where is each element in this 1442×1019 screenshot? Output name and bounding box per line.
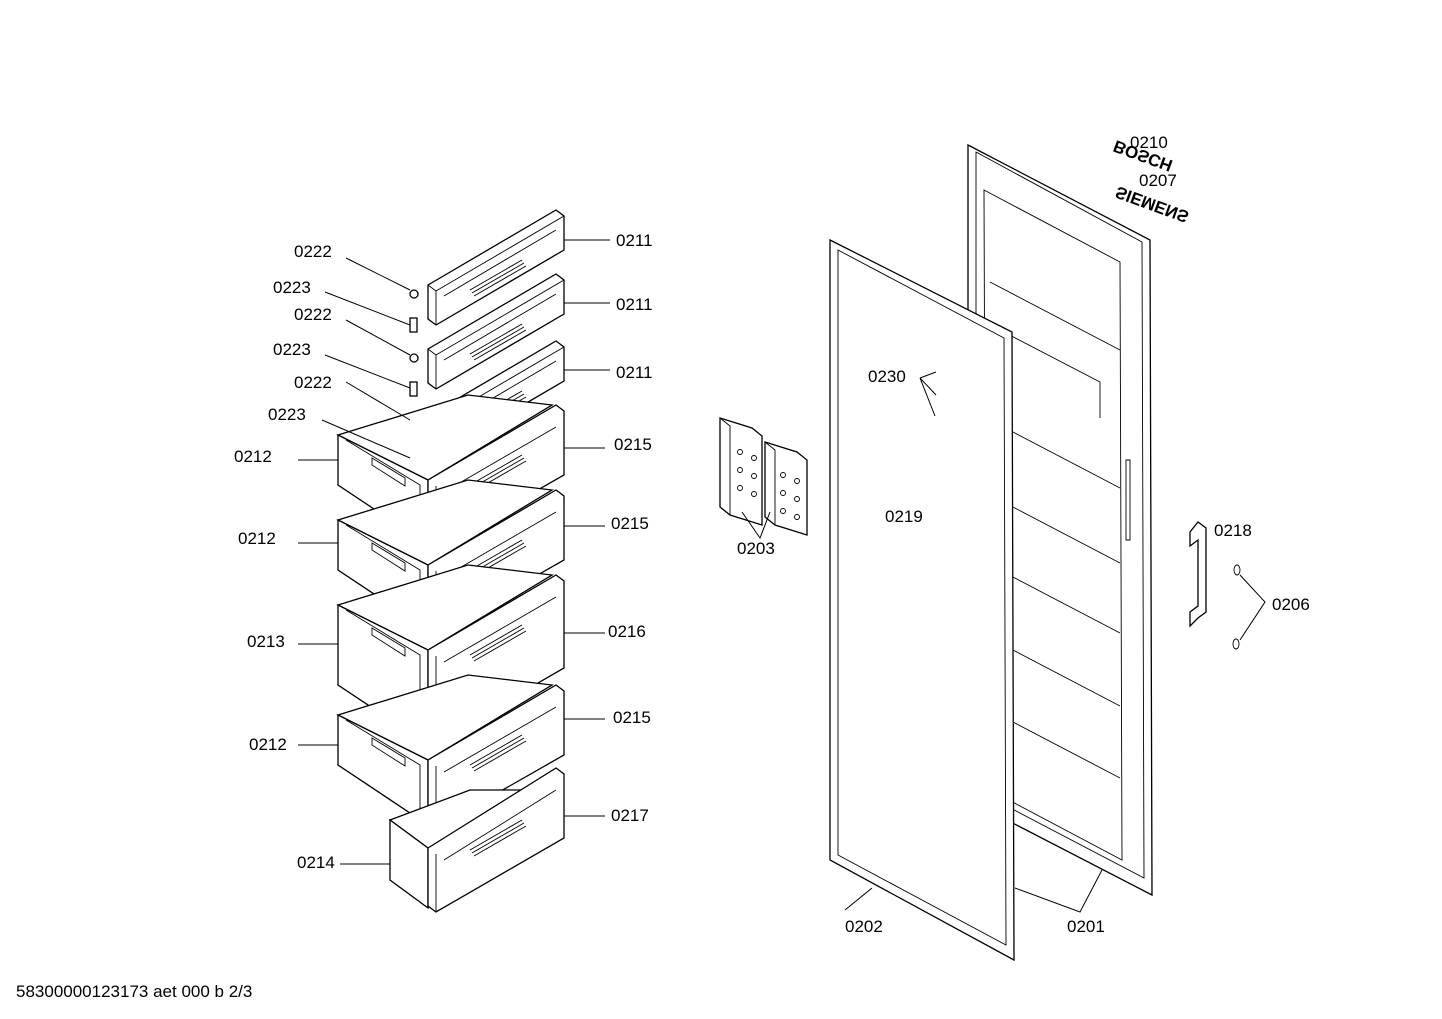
gasket-0202: [829, 238, 1015, 962]
label-0202: 0202: [845, 917, 883, 936]
label-0222: 0222: [294, 373, 332, 392]
label-0223: 0223: [268, 405, 306, 424]
label-0211: 0211: [616, 231, 653, 250]
leader-lines: [298, 239, 1266, 913]
label-0210: 0210: [1130, 133, 1168, 152]
ice-packs-0203: [719, 417, 808, 536]
drawer-0214: [388, 767, 565, 913]
label-0211: 0211: [616, 295, 653, 314]
label-0222: 0222: [294, 305, 332, 324]
label-0215: 0215: [614, 435, 652, 454]
label-0214: 0214: [297, 853, 335, 872]
drawer-stack: [336, 209, 565, 913]
label-0207: 0207: [1139, 171, 1177, 190]
label-0201: 0201: [1067, 917, 1105, 936]
label-0217: 0217: [611, 806, 649, 825]
label-0213: 0213: [247, 632, 285, 651]
label-0212: 0212: [249, 735, 287, 754]
label-0203: 0203: [737, 539, 775, 558]
label-0230: 0230: [868, 367, 906, 386]
label-0215: 0215: [613, 708, 651, 727]
label-0206: 0206: [1272, 595, 1310, 614]
label-0212: 0212: [238, 529, 276, 548]
flap-0211: [427, 209, 565, 326]
label-0211: 0211: [616, 363, 653, 382]
label-0223: 0223: [273, 278, 311, 297]
label-0212: 0212: [234, 447, 272, 466]
hinge-0218: [1189, 521, 1241, 650]
document-id-footer: 58300000123173 aet 000 b 2/3: [16, 982, 252, 1001]
label-0216: 0216: [608, 622, 646, 641]
callout-labels: 0222 0223 0222 0223 0222 0223 0212 0212 …: [234, 133, 1310, 936]
label-0223: 0223: [273, 340, 311, 359]
label-0219: 0219: [885, 507, 923, 526]
label-0222: 0222: [294, 242, 332, 261]
label-0215: 0215: [611, 514, 649, 533]
label-0218: 0218: [1214, 521, 1252, 540]
